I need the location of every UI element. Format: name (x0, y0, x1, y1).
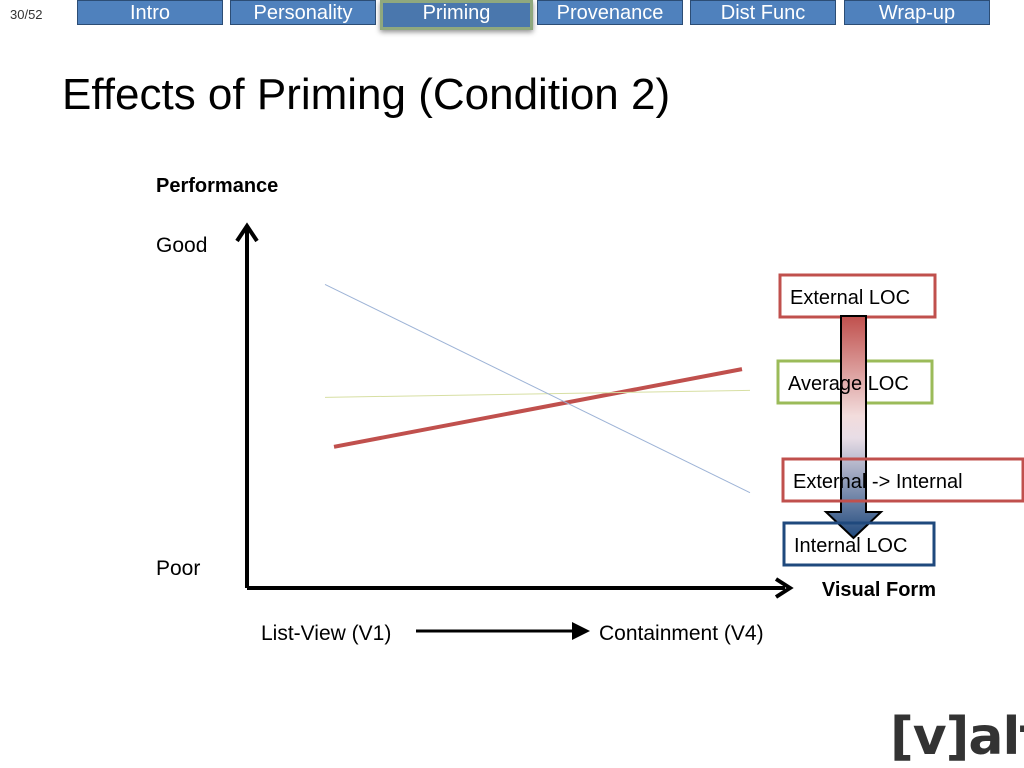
legend-external-loc-label: External LOC (790, 287, 910, 309)
nav-tab-priming[interactable]: Priming (380, 0, 533, 30)
valt-logo: [v]alt (890, 707, 1024, 767)
nav-tab-wrap-up[interactable]: Wrap-up (844, 0, 990, 25)
series-line-average (324, 389, 751, 398)
y-axis-arrowhead (235, 222, 259, 243)
nav-tab-dist-func[interactable]: Dist Func (690, 0, 836, 25)
loc-gradient-arrow (823, 315, 884, 540)
series-line-external (333, 367, 743, 449)
legend-external-to-internal-border (781, 457, 1024, 503)
page-title: Effects of Priming (Condition 2) (62, 70, 671, 119)
nav-tab-intro[interactable]: Intro (77, 0, 223, 25)
legend-internal-loc-label: Internal LOC (794, 535, 907, 557)
y-tick-poor: Poor (156, 557, 200, 580)
x-axis-label: Visual Form (822, 579, 936, 601)
legend-external-loc-box (778, 273, 937, 319)
legend-internal-loc-border (782, 521, 936, 567)
slide-number: 30/52 (10, 7, 43, 22)
series-line-internal (324, 283, 751, 494)
x-category-v1: List-View (V1) (261, 622, 391, 645)
legend-external-to-internal-label: External -> Internal (793, 471, 963, 493)
x-category-v4: Containment (V4) (599, 622, 764, 645)
x-axis-arrowhead (774, 577, 794, 599)
y-tick-good: Good (156, 234, 207, 257)
nav-tab-personality[interactable]: Personality (230, 0, 376, 25)
x-category-arrowhead (572, 622, 590, 640)
nav-tab-provenance[interactable]: Provenance (537, 0, 683, 25)
y-axis-label: Performance (156, 175, 278, 197)
legend-average-loc-label: Average LOC (788, 373, 909, 395)
